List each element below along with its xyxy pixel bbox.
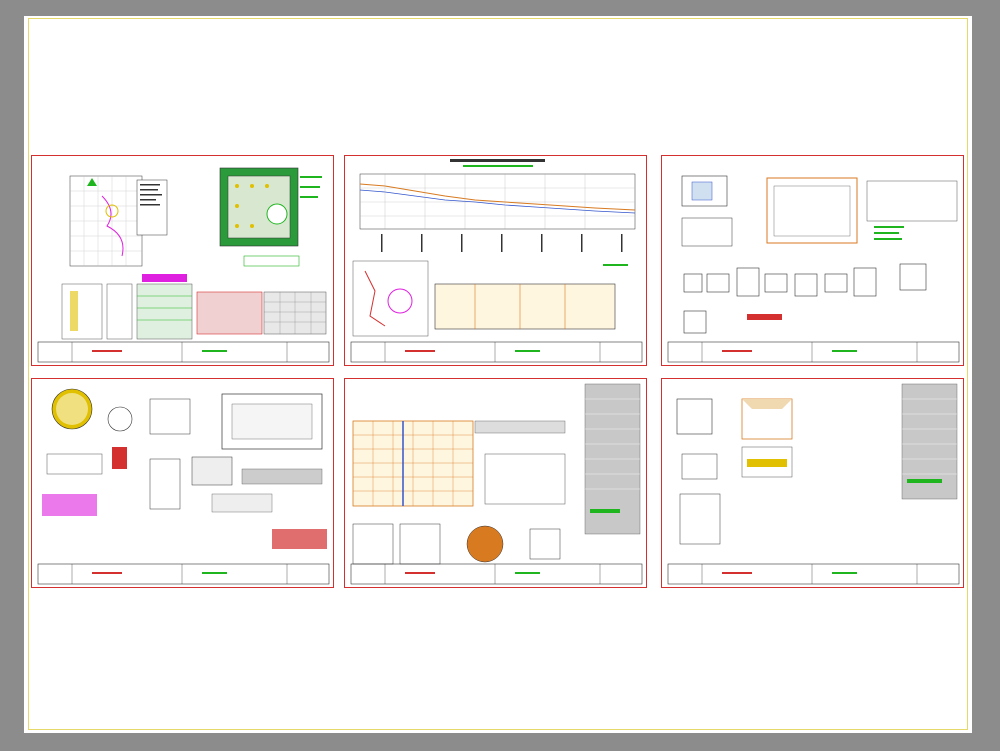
sheet-4-drawing (37, 388, 330, 585)
sheet-panel-4[interactable] (31, 378, 334, 588)
sheet-2-drawing (350, 159, 643, 363)
viewer-bottom-bar (0, 733, 1000, 751)
sheet-1-drawing (37, 167, 330, 363)
sheet-5-drawing (350, 383, 643, 585)
sheet-panel-5[interactable] (344, 378, 647, 588)
sheet-panel-2[interactable] (344, 155, 647, 366)
sheet-panel-3[interactable] (661, 155, 964, 366)
drawing-sheet (24, 16, 972, 733)
sheet-6-drawing (667, 383, 960, 585)
viewer-top-bar (0, 0, 1000, 16)
sheet-panel-6[interactable] (661, 378, 964, 588)
sheet-3-drawing (667, 175, 960, 363)
sheet-panel-1[interactable] (31, 155, 334, 366)
